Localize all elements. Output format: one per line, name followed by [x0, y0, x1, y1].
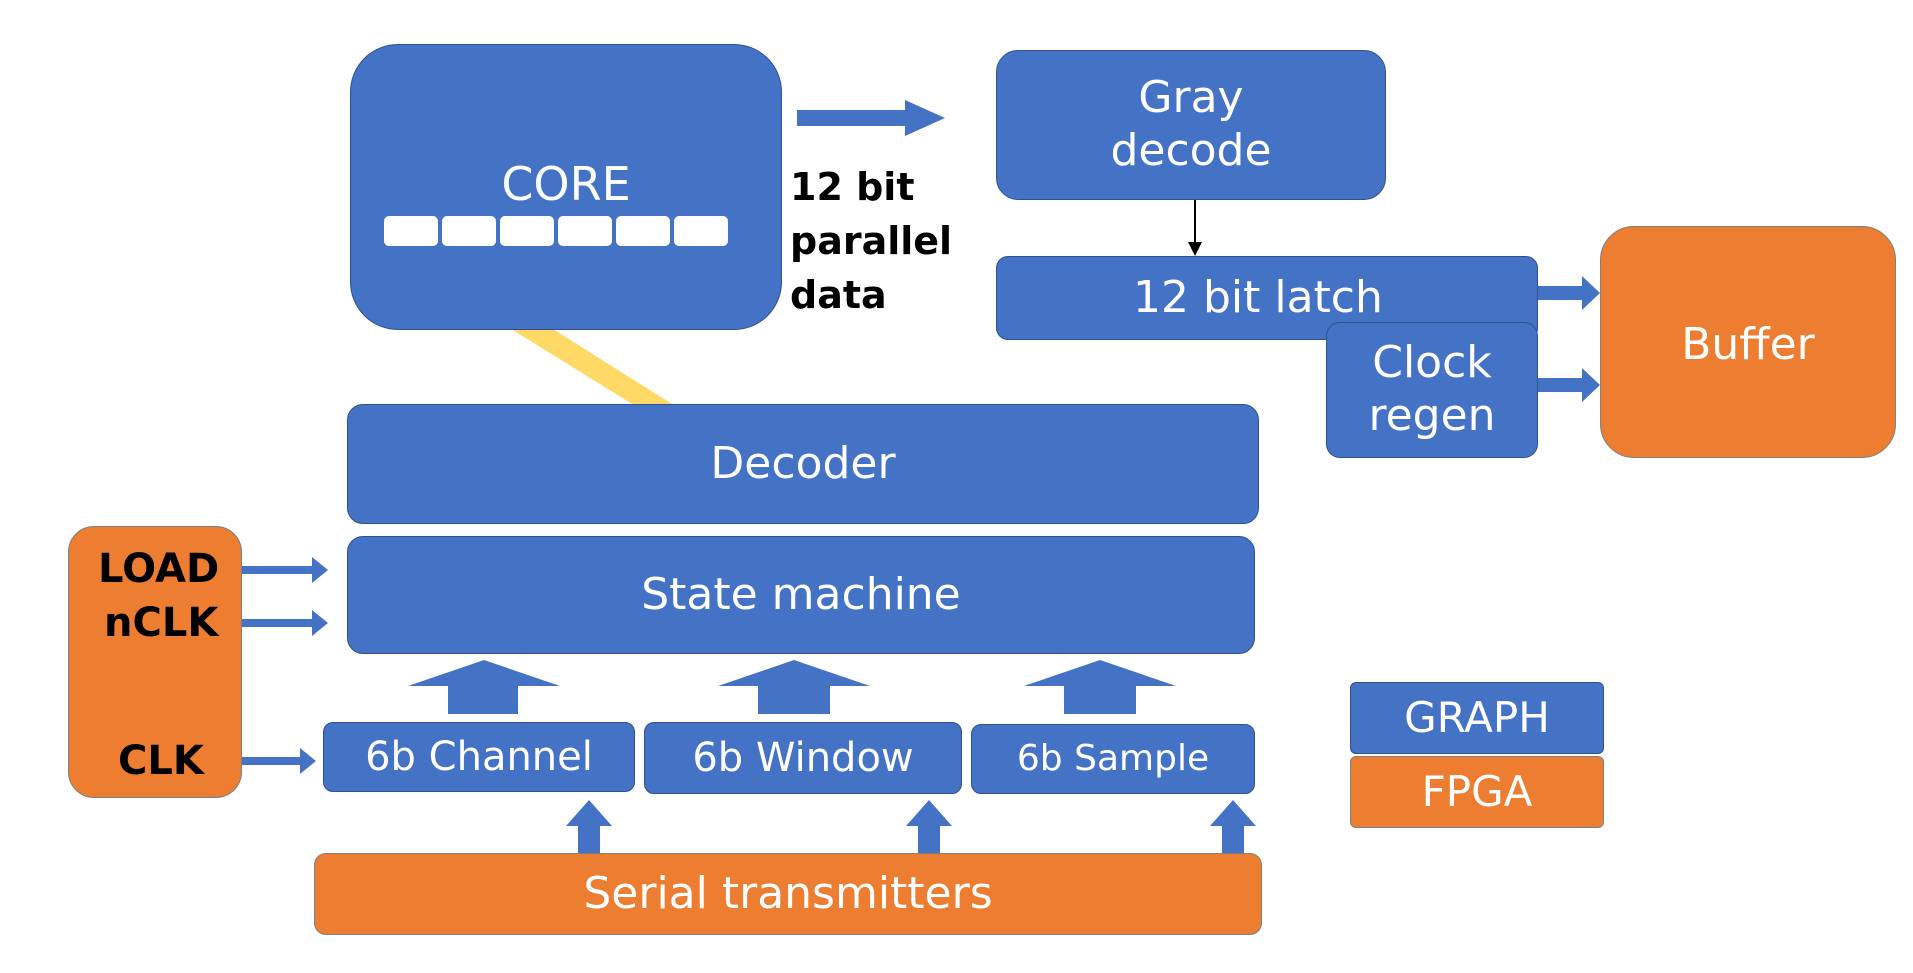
window-label: 6b Window	[692, 735, 914, 781]
buffer-label: Buffer	[1681, 319, 1815, 370]
parallel-data-arrow	[797, 100, 945, 136]
nclk-arrow	[242, 610, 328, 636]
latch-block: 12 bit latch	[996, 256, 1538, 340]
state-machine-block: State machine	[347, 536, 1255, 654]
sample-block: 6b Sample	[971, 724, 1255, 794]
serial-to-channel-arrow	[566, 800, 612, 853]
parallel-label-line: parallel	[790, 219, 953, 263]
clock-regen-line: regen	[1368, 390, 1496, 441]
channel-up-arrow	[408, 660, 560, 714]
register-cell	[616, 216, 670, 246]
gray-decode-line: decode	[1110, 125, 1272, 176]
legend-graph: GRAPH	[1350, 682, 1604, 754]
load-signal-label: LOAD	[98, 546, 220, 592]
serial-transmitters-block: Serial transmitters	[314, 853, 1262, 935]
clock-regen-line: Clock	[1372, 337, 1492, 389]
register-cell	[442, 216, 496, 246]
fpga-signal-block	[68, 526, 242, 798]
load-arrow	[242, 557, 328, 583]
gray-decode-block: Gray decode	[996, 50, 1386, 200]
serial-transmitters-label: Serial transmitters	[583, 867, 993, 919]
legend-graph-label: GRAPH	[1404, 692, 1550, 742]
nclk-signal-label: nCLK	[104, 600, 219, 646]
parallel-data-label: 12 bit parallel data	[790, 160, 952, 322]
latch-to-buffer-arrow	[1538, 276, 1600, 310]
window-block: 6b Window	[644, 722, 962, 794]
window-up-arrow	[718, 660, 870, 714]
gray-to-latch-arrow	[1188, 200, 1202, 256]
clock-to-buffer-arrow	[1538, 368, 1600, 402]
parallel-label-line: 12 bit	[790, 165, 915, 209]
channel-label: 6b Channel	[365, 734, 593, 780]
register-cell	[674, 216, 728, 246]
core-block: CORE	[350, 44, 782, 330]
parallel-label-line: data	[790, 273, 887, 317]
register-cell	[500, 216, 554, 246]
clock-regen-block: Clock regen	[1326, 322, 1538, 458]
buffer-block: Buffer	[1600, 226, 1896, 458]
legend-fpga: FPGA	[1350, 756, 1604, 828]
core-label: CORE	[501, 157, 631, 211]
legend-fpga-label: FPGA	[1421, 766, 1533, 816]
latch-label: 12 bit latch	[1133, 271, 1383, 323]
register-cell	[384, 216, 438, 246]
decoder-block: Decoder	[347, 404, 1259, 524]
sample-up-arrow	[1024, 660, 1176, 714]
register-cell	[558, 216, 612, 246]
gray-decode-line: Gray	[1138, 72, 1244, 124]
state-machine-label: State machine	[641, 568, 961, 620]
serial-to-window-arrow	[906, 800, 952, 853]
sample-label: 6b Sample	[1016, 738, 1210, 780]
clk-arrow	[240, 748, 316, 774]
serial-to-sample-arrow	[1210, 800, 1256, 853]
channel-block: 6b Channel	[323, 722, 635, 792]
clk-signal-label: CLK	[118, 738, 204, 784]
decoder-label: Decoder	[710, 437, 896, 489]
